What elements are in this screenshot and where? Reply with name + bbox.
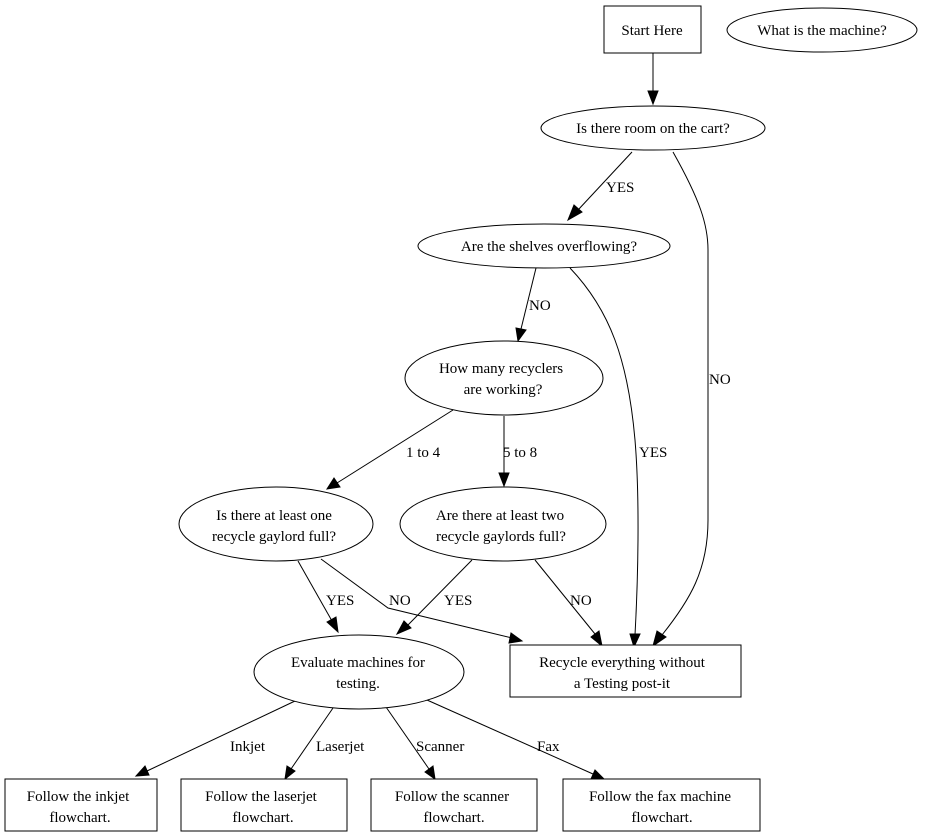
edge-shelves-no-recyclers: NO bbox=[515, 267, 551, 343]
node-label: Follow the inkjet bbox=[27, 789, 130, 805]
edge-start-to-cart bbox=[647, 53, 659, 106]
node-label: Is there at least one bbox=[216, 508, 332, 524]
node-recycle-everything[interactable]: Recycle everything without a Testing pos… bbox=[509, 644, 742, 698]
edge-eval-laserjet: Laserjet bbox=[284, 707, 365, 781]
node-label: recycle gaylords full? bbox=[436, 529, 566, 545]
edge-one-yes-evaluate: YES bbox=[297, 560, 354, 634]
edge-cart-yes-shelves: YES bbox=[567, 151, 634, 222]
node-evaluate-machines[interactable]: Evaluate machines for testing. bbox=[253, 634, 465, 710]
edge-two-yes-evaluate: YES bbox=[395, 559, 473, 636]
node-follow-scanner[interactable]: Follow the scanner flowchart. bbox=[370, 778, 538, 832]
node-label: What is the machine? bbox=[757, 23, 887, 39]
edge-label-no: NO bbox=[529, 298, 551, 314]
node-label: flowchart. bbox=[49, 810, 110, 826]
edge-recyclers-1to4-one: 1 to 4 bbox=[325, 409, 454, 490]
node-label: flowchart. bbox=[232, 810, 293, 826]
node-label: Follow the scanner bbox=[395, 789, 509, 805]
node-start-here[interactable]: Start Here bbox=[603, 5, 702, 54]
edge-one-no-recycle: NO bbox=[320, 558, 524, 644]
node-label: testing. bbox=[336, 676, 380, 692]
node-label: flowchart. bbox=[423, 810, 484, 826]
node-recyclers-working[interactable]: How many recyclers are working? bbox=[404, 340, 604, 416]
node-label: Is there room on the cart? bbox=[576, 121, 730, 137]
edge-label-scanner: Scanner bbox=[416, 739, 464, 755]
node-what-is-the-machine[interactable]: What is the machine? bbox=[726, 7, 918, 53]
edge-two-no-recycle: NO bbox=[534, 559, 603, 648]
node-label: Start Here bbox=[621, 23, 683, 39]
node-follow-inkjet[interactable]: Follow the inkjet flowchart. bbox=[4, 778, 158, 832]
edge-label-no: NO bbox=[709, 372, 731, 388]
node-label: Are there at least two bbox=[436, 508, 564, 524]
edge-label-5to8: 5 to 8 bbox=[503, 445, 537, 461]
edge-label-laserjet: Laserjet bbox=[316, 739, 365, 755]
node-label: Recycle everything without bbox=[539, 655, 706, 671]
node-label: Are the shelves overflowing? bbox=[461, 239, 638, 255]
node-room-on-cart[interactable]: Is there room on the cart? bbox=[540, 105, 766, 151]
edge-label-fax: Fax bbox=[537, 739, 560, 755]
node-shelves-overflowing[interactable]: Are the shelves overflowing? bbox=[417, 223, 671, 269]
node-label: Evaluate machines for bbox=[291, 655, 425, 671]
edge-eval-scanner: Scanner bbox=[385, 706, 464, 781]
node-at-least-two-gaylords[interactable]: Are there at least two recycle gaylords … bbox=[399, 486, 607, 562]
node-label: a Testing post-it bbox=[574, 676, 671, 692]
node-label: Follow the laserjet bbox=[205, 789, 317, 805]
edge-eval-inkjet: Inkjet bbox=[134, 700, 296, 777]
node-label: recycle gaylord full? bbox=[212, 529, 336, 545]
node-label: How many recyclers bbox=[439, 361, 563, 377]
edge-shelves-yes-recycle: YES bbox=[569, 267, 667, 649]
node-label: flowchart. bbox=[631, 810, 692, 826]
node-follow-laserjet[interactable]: Follow the laserjet flowchart. bbox=[180, 778, 348, 832]
edge-recyclers-5to8-two: 5 to 8 bbox=[498, 416, 537, 488]
edge-eval-fax: Fax bbox=[426, 699, 606, 780]
edge-label-no: NO bbox=[570, 593, 592, 609]
edge-label-yes: YES bbox=[639, 445, 667, 461]
nodes: Start Here What is the machine? Is there… bbox=[4, 5, 918, 832]
edge-cart-no-recycle: NO bbox=[652, 151, 731, 648]
edges: YES NO NO YES 1 to 4 5 to 8 bbox=[134, 53, 731, 781]
edge-label-no: NO bbox=[389, 593, 411, 609]
node-follow-fax-machine[interactable]: Follow the fax machine flowchart. bbox=[562, 778, 761, 832]
node-label: Follow the fax machine bbox=[589, 789, 731, 805]
edge-label-inkjet: Inkjet bbox=[230, 739, 266, 755]
node-label: are working? bbox=[464, 382, 543, 398]
edge-label-yes: YES bbox=[444, 593, 472, 609]
node-at-least-one-gaylord[interactable]: Is there at least one recycle gaylord fu… bbox=[178, 486, 374, 562]
edge-label-yes: YES bbox=[326, 593, 354, 609]
edge-label-1to4: 1 to 4 bbox=[406, 445, 441, 461]
edge-label-yes: YES bbox=[606, 180, 634, 196]
